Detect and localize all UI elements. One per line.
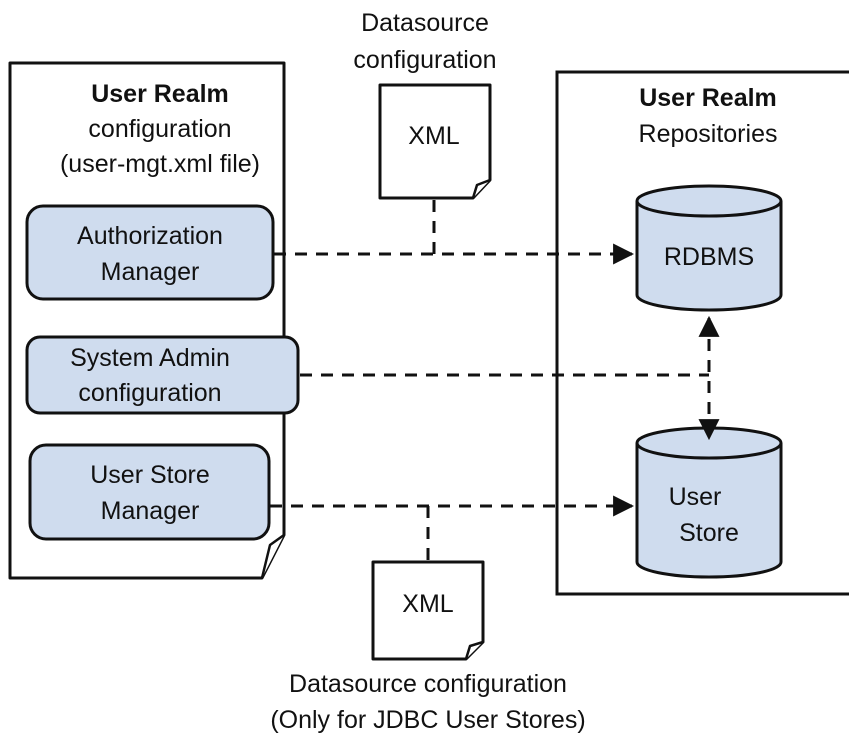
user-store-label-line2: Store (679, 519, 739, 547)
top-datasource-config: Datasource configuration XML (353, 9, 497, 200)
user-store-manager-box: User Store Manager (28, 443, 271, 541)
right-panel-title: User Realm (639, 84, 777, 112)
top-caption-line2: configuration (353, 46, 496, 74)
left-panel-file: (user-mgt.xml file) (60, 150, 260, 178)
left-panel-title: User Realm (91, 80, 229, 108)
top-caption-line1: Datasource (361, 9, 489, 37)
rdbms-database-icon: RDBMS (635, 184, 783, 312)
left-panel-subtitle: configuration (88, 115, 231, 143)
user-store-manager-line1: User Store (90, 461, 209, 489)
authorization-manager-line1: Authorization (77, 222, 223, 250)
system-admin-config-box: System Admin configuration (25, 335, 300, 415)
bottom-caption-line1: Datasource configuration (289, 670, 567, 698)
bottom-datasource-config: XML Datasource configuration (Only for J… (270, 560, 586, 734)
connectors (270, 200, 720, 560)
user-store-manager-line2: Manager (101, 497, 200, 525)
rdbms-label: RDBMS (664, 243, 754, 271)
system-admin-line1: System Admin (70, 344, 230, 372)
top-xml-label: XML (408, 122, 460, 150)
user-store-label-line1: User (669, 483, 722, 511)
user-store-database-icon: User Store (635, 426, 783, 579)
right-panel-subtitle: Repositories (639, 120, 778, 148)
bottom-xml-label: XML (402, 590, 454, 618)
bottom-caption-line2: (Only for JDBC User Stores) (270, 706, 585, 734)
system-admin-line2: configuration (78, 379, 221, 407)
authorization-manager-line2: Manager (101, 258, 200, 286)
authorization-manager-box: Authorization Manager (25, 204, 275, 301)
